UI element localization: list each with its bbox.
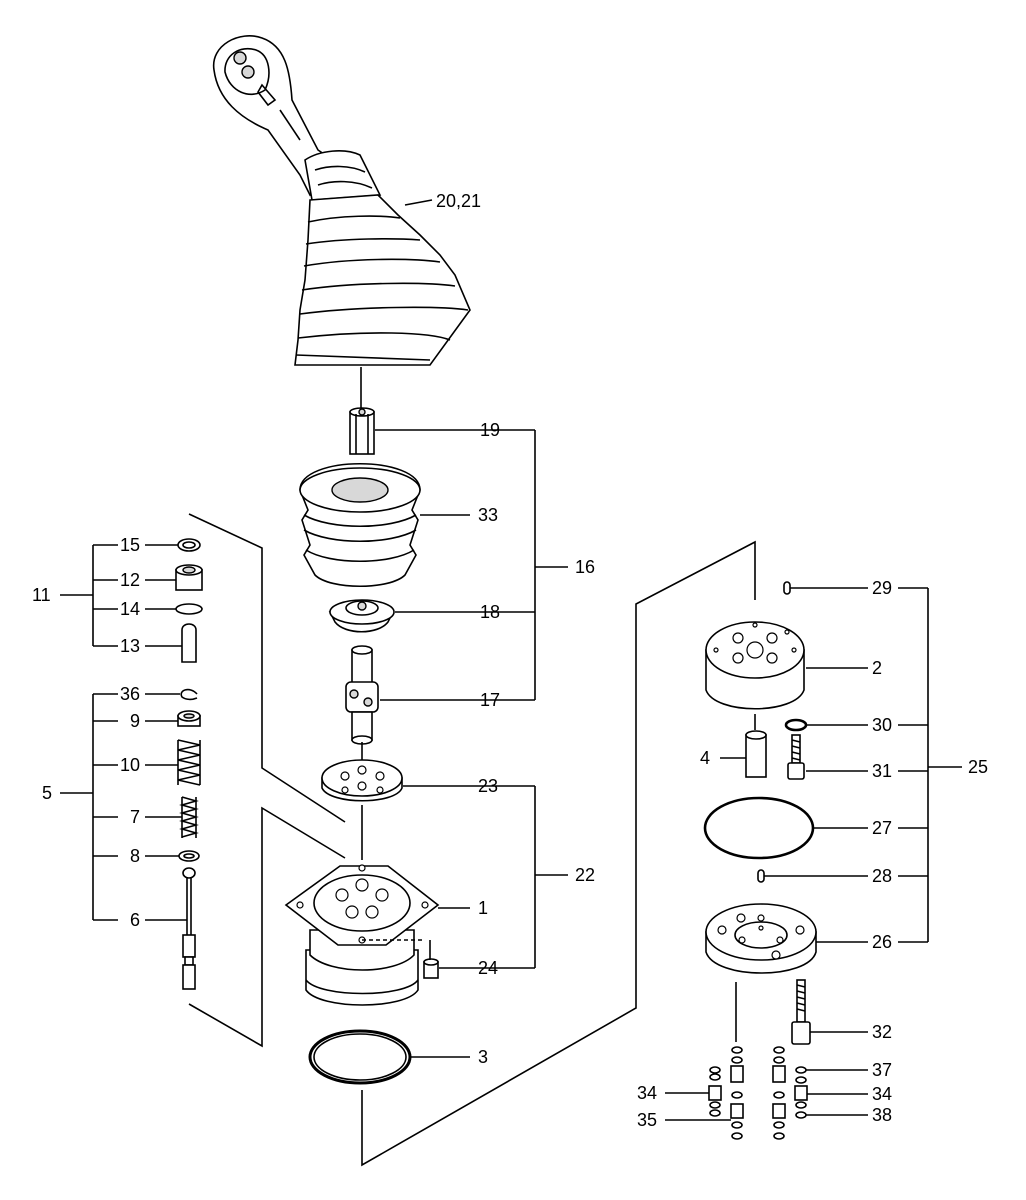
label-22: 22 — [575, 865, 595, 885]
label-2: 2 — [872, 658, 882, 678]
label-34-right: 34 — [872, 1084, 892, 1104]
part-23-plate — [321, 759, 403, 802]
label-24: 24 — [478, 958, 498, 978]
label-7: 7 — [130, 807, 140, 827]
part-27-o-ring — [703, 796, 815, 860]
part-8-washer — [178, 850, 200, 862]
label-1: 1 — [478, 898, 488, 918]
label-5: 5 — [42, 783, 52, 803]
part-14-o-ring — [175, 603, 203, 615]
part-19-hex-coupling — [349, 407, 375, 455]
part-33-bellows — [299, 462, 421, 587]
label-12: 12 — [120, 570, 140, 590]
part-7-spring — [179, 796, 199, 838]
part-9-seat — [177, 710, 201, 727]
part-28-pin — [757, 869, 765, 883]
part-17-universal-joint — [345, 645, 379, 745]
label-15: 15 — [120, 535, 140, 555]
leader-lines — [60, 199, 962, 1121]
part-30-o-ring — [784, 718, 808, 732]
port-plugs-group — [708, 1046, 808, 1140]
label-4: 4 — [700, 748, 710, 768]
label-13: 13 — [120, 636, 140, 656]
part-24-plug — [423, 958, 439, 979]
part-36-snap-ring — [180, 688, 198, 701]
label-16: 16 — [575, 557, 595, 577]
part-12-bushing — [175, 564, 203, 591]
part-15-washer — [177, 538, 201, 552]
part-10-spring — [177, 739, 201, 786]
label-6: 6 — [130, 910, 140, 930]
label-38: 38 — [872, 1105, 892, 1125]
label-8: 8 — [130, 846, 140, 866]
label-19: 19 — [480, 420, 500, 440]
label-3: 3 — [478, 1047, 488, 1067]
label-25: 25 — [968, 757, 988, 777]
label-37: 37 — [872, 1060, 892, 1080]
part-18-plate — [328, 599, 395, 633]
label-29: 29 — [872, 578, 892, 598]
part-4-sleeve — [745, 730, 767, 778]
label-31: 31 — [872, 761, 892, 781]
label-34-left: 34 — [637, 1083, 657, 1103]
label-27: 27 — [872, 818, 892, 838]
part-1-body — [284, 864, 440, 1006]
label-9: 9 — [130, 711, 140, 731]
part-29-pin — [783, 581, 791, 595]
label-30: 30 — [872, 715, 892, 735]
part-13-pin — [181, 623, 197, 663]
label-14: 14 — [120, 599, 140, 619]
label-26: 26 — [872, 932, 892, 952]
part-6-spool — [182, 867, 196, 990]
part-3-o-ring — [308, 1029, 412, 1085]
label-23: 23 — [478, 776, 498, 796]
label-32: 32 — [872, 1022, 892, 1042]
label-28: 28 — [872, 866, 892, 886]
part-labels: 20,21 19 33 16 18 17 23 22 1 24 3 15 12 … — [32, 191, 988, 1130]
label-33: 33 — [478, 505, 498, 525]
label-36: 36 — [120, 684, 140, 704]
label-20-21: 20,21 — [436, 191, 481, 211]
part-31-bolt — [787, 734, 805, 780]
label-10: 10 — [120, 755, 140, 775]
joystick-handle-assembly — [212, 35, 471, 366]
part-32-bolt — [791, 979, 811, 1045]
part-26-plate — [705, 903, 817, 974]
part-2-casing — [705, 621, 805, 710]
label-18: 18 — [480, 602, 500, 622]
label-11: 11 — [32, 585, 51, 605]
label-35: 35 — [637, 1110, 657, 1130]
label-17: 17 — [480, 690, 500, 710]
